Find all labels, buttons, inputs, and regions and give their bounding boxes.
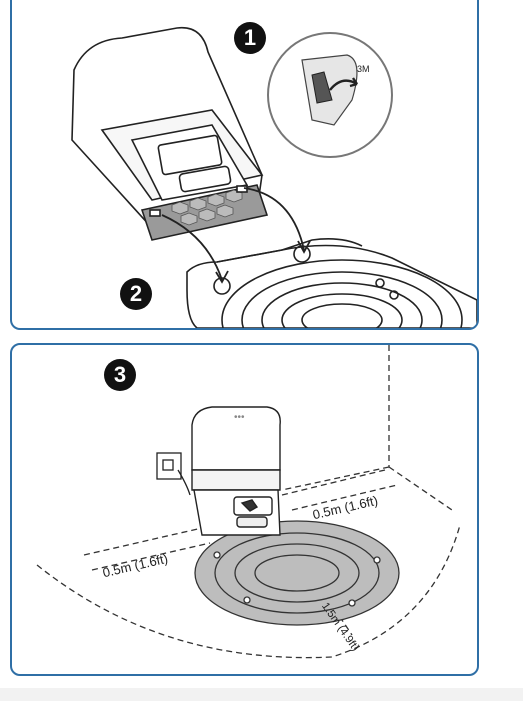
base-mounting-illustration xyxy=(71,26,477,328)
dimension-lines xyxy=(83,468,398,636)
dock-station: ••• xyxy=(191,406,281,536)
placement-clearance-illustration: ••• xyxy=(36,345,461,659)
step-2-badge: 2 xyxy=(120,278,152,310)
dock-base-plate xyxy=(194,520,400,626)
station-body xyxy=(71,26,269,241)
honeycomb-pad xyxy=(171,189,243,226)
tape-label: 3M xyxy=(357,64,370,74)
clearance-arc xyxy=(36,524,461,659)
peel-arrow-icon xyxy=(329,77,358,91)
arrow-right xyxy=(243,187,305,251)
step-3-badge: 3 xyxy=(104,359,136,391)
ramp-plate xyxy=(186,238,477,328)
tape-callout xyxy=(267,32,393,158)
wall-corner-lines xyxy=(281,345,453,511)
step-1-badge: 1 xyxy=(234,22,266,54)
installation-panel-step-3: ••• 3 0.5m (1.6ft) 0.5m (1.6ft) 1.5m (4.… xyxy=(10,343,479,676)
mounting-arrows xyxy=(161,187,311,284)
installation-panel-steps-1-2: 1 2 3M xyxy=(10,0,479,330)
page-footer-strip xyxy=(0,688,523,701)
svg-text:•••: ••• xyxy=(234,412,245,423)
arrow-left xyxy=(161,214,223,281)
power-outlet xyxy=(156,452,191,496)
